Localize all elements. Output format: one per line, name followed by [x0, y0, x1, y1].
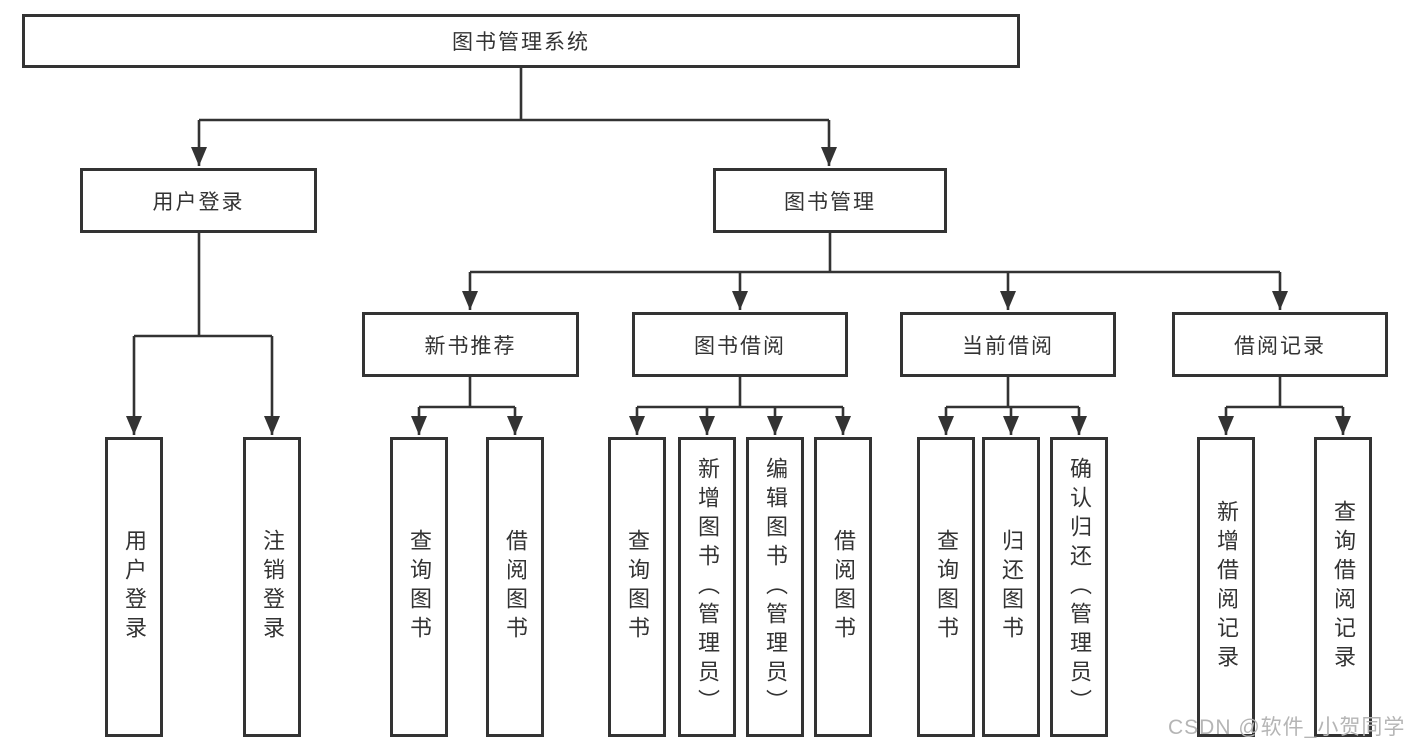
- leaf-edit-book-admin: 编辑图书（管理员）: [746, 437, 804, 737]
- watermark: CSDN @软件_小贺同学: [1168, 716, 1405, 739]
- node-current-borrow: 当前借阅: [900, 312, 1116, 377]
- leaf-user-login: 用户登录: [105, 437, 163, 737]
- connector-book-borrow-group: [629, 377, 851, 435]
- leaf-query-books-current: 查询图书: [917, 437, 975, 737]
- connector-current-borrow-group: [938, 377, 1087, 435]
- leaf-query-books-recommend: 查询图书: [390, 437, 448, 737]
- connector-root-to-level2: [191, 66, 837, 166]
- node-new-book-recommend: 新书推荐: [362, 312, 579, 377]
- node-book-borrow: 图书借阅: [632, 312, 848, 377]
- node-root: 图书管理系统: [22, 14, 1020, 68]
- node-borrow-records: 借阅记录: [1172, 312, 1388, 377]
- leaf-return-book: 归还图书: [982, 437, 1040, 737]
- node-book-management: 图书管理: [713, 168, 947, 233]
- node-user-login: 用户登录: [80, 168, 317, 233]
- leaf-query-books-borrow: 查询图书: [608, 437, 666, 737]
- leaf-add-borrow-record: 新增借阅记录: [1197, 437, 1255, 737]
- connector-new-book-recommend-group: [411, 377, 523, 435]
- connector-user-login-group: [126, 233, 280, 435]
- leaf-borrow-books-recommend: 借阅图书: [486, 437, 544, 737]
- leaf-confirm-return-admin: 确认归还（管理员）: [1050, 437, 1108, 737]
- connector-book-management-to-level3: [462, 233, 1288, 310]
- leaf-logout: 注销登录: [243, 437, 301, 737]
- leaf-add-book-admin: 新增图书（管理员）: [678, 437, 736, 737]
- leaf-borrow-books: 借阅图书: [814, 437, 872, 737]
- leaf-query-borrow-record: 查询借阅记录: [1314, 437, 1372, 737]
- connector-borrow-records-group: [1218, 377, 1351, 435]
